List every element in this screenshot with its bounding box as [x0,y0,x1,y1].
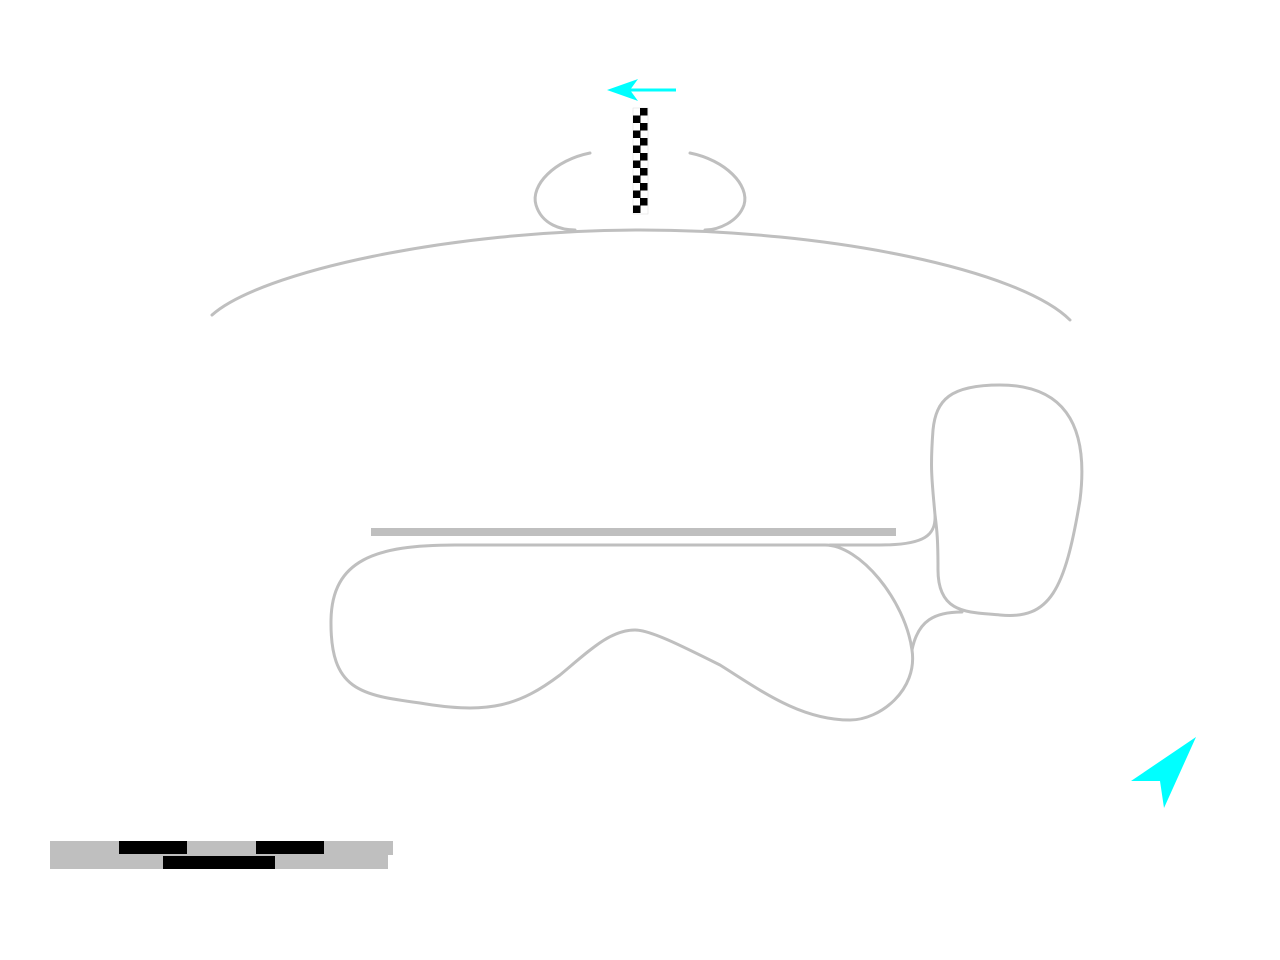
flag-square [640,198,648,206]
flag-square [640,138,648,146]
connector-bottom [910,610,964,652]
flag-square [633,205,641,213]
flag-square [640,183,648,191]
flag-square [633,190,641,198]
flag-square [640,123,648,131]
flag-square [640,153,648,161]
top-loop-right [688,151,747,232]
scale-bar-icon [50,841,393,869]
flag-square [633,160,641,168]
flag-square [633,115,641,123]
flag-square [633,175,641,183]
top-loop-left [533,151,592,232]
flag-square [640,168,648,176]
connector-top [828,513,937,547]
checkered-flag-icon [632,107,649,215]
flag-square [633,130,641,138]
main-track [329,543,915,722]
big-arc [210,228,1072,322]
right-loop [930,383,1084,618]
cursor-arrow-icon [1131,737,1196,808]
arrow-left-icon [607,79,676,101]
flag-square [633,145,641,153]
flag-square [640,108,648,116]
